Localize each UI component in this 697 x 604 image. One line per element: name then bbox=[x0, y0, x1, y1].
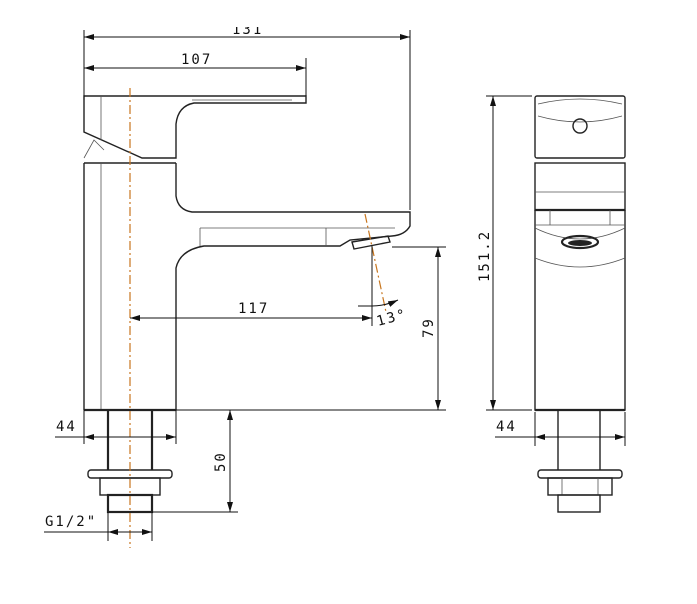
label-spout-height: 79 bbox=[421, 317, 437, 338]
shank bbox=[106, 410, 154, 470]
label-spout-angle: 13° bbox=[375, 306, 409, 330]
spout-side-curve bbox=[534, 227, 626, 268]
label-shank-length: 50 bbox=[213, 451, 229, 472]
handle-side bbox=[534, 95, 626, 159]
aerator bbox=[351, 235, 391, 250]
label-base-diameter-side: 44 bbox=[496, 419, 517, 435]
label-spout-reach: 117 bbox=[238, 301, 269, 317]
side-view: 151.2 44 bbox=[477, 95, 626, 513]
handle-lever-detail bbox=[83, 139, 105, 159]
label-overall-height: 151.2 bbox=[477, 230, 493, 282]
label-thread: G1/2" bbox=[45, 514, 97, 530]
body-ring bbox=[534, 162, 626, 211]
thread-side bbox=[557, 494, 601, 513]
spout-side-detail bbox=[535, 210, 625, 226]
nut-side-facets bbox=[561, 478, 599, 495]
nut-side bbox=[547, 477, 613, 496]
spout-axis-line bbox=[364, 213, 387, 313]
shank-side bbox=[557, 410, 601, 470]
handle-outline bbox=[83, 95, 307, 159]
hot-cold-indicator bbox=[572, 118, 588, 134]
washer-side bbox=[537, 469, 623, 479]
dimension-spout-angle bbox=[358, 300, 398, 306]
label-overall-width: 131 bbox=[232, 22, 263, 38]
spout-outlet bbox=[560, 234, 600, 250]
label-base-diameter-front: 44 bbox=[56, 419, 77, 435]
handle-side-detail bbox=[537, 98, 623, 123]
body-outline bbox=[83, 162, 411, 410]
thread-end bbox=[106, 493, 154, 514]
front-view: 131 107 117 13° 79 50 44 G1/2" bbox=[44, 22, 446, 548]
outlet-opening bbox=[568, 240, 592, 246]
label-handle-length: 107 bbox=[181, 52, 212, 68]
